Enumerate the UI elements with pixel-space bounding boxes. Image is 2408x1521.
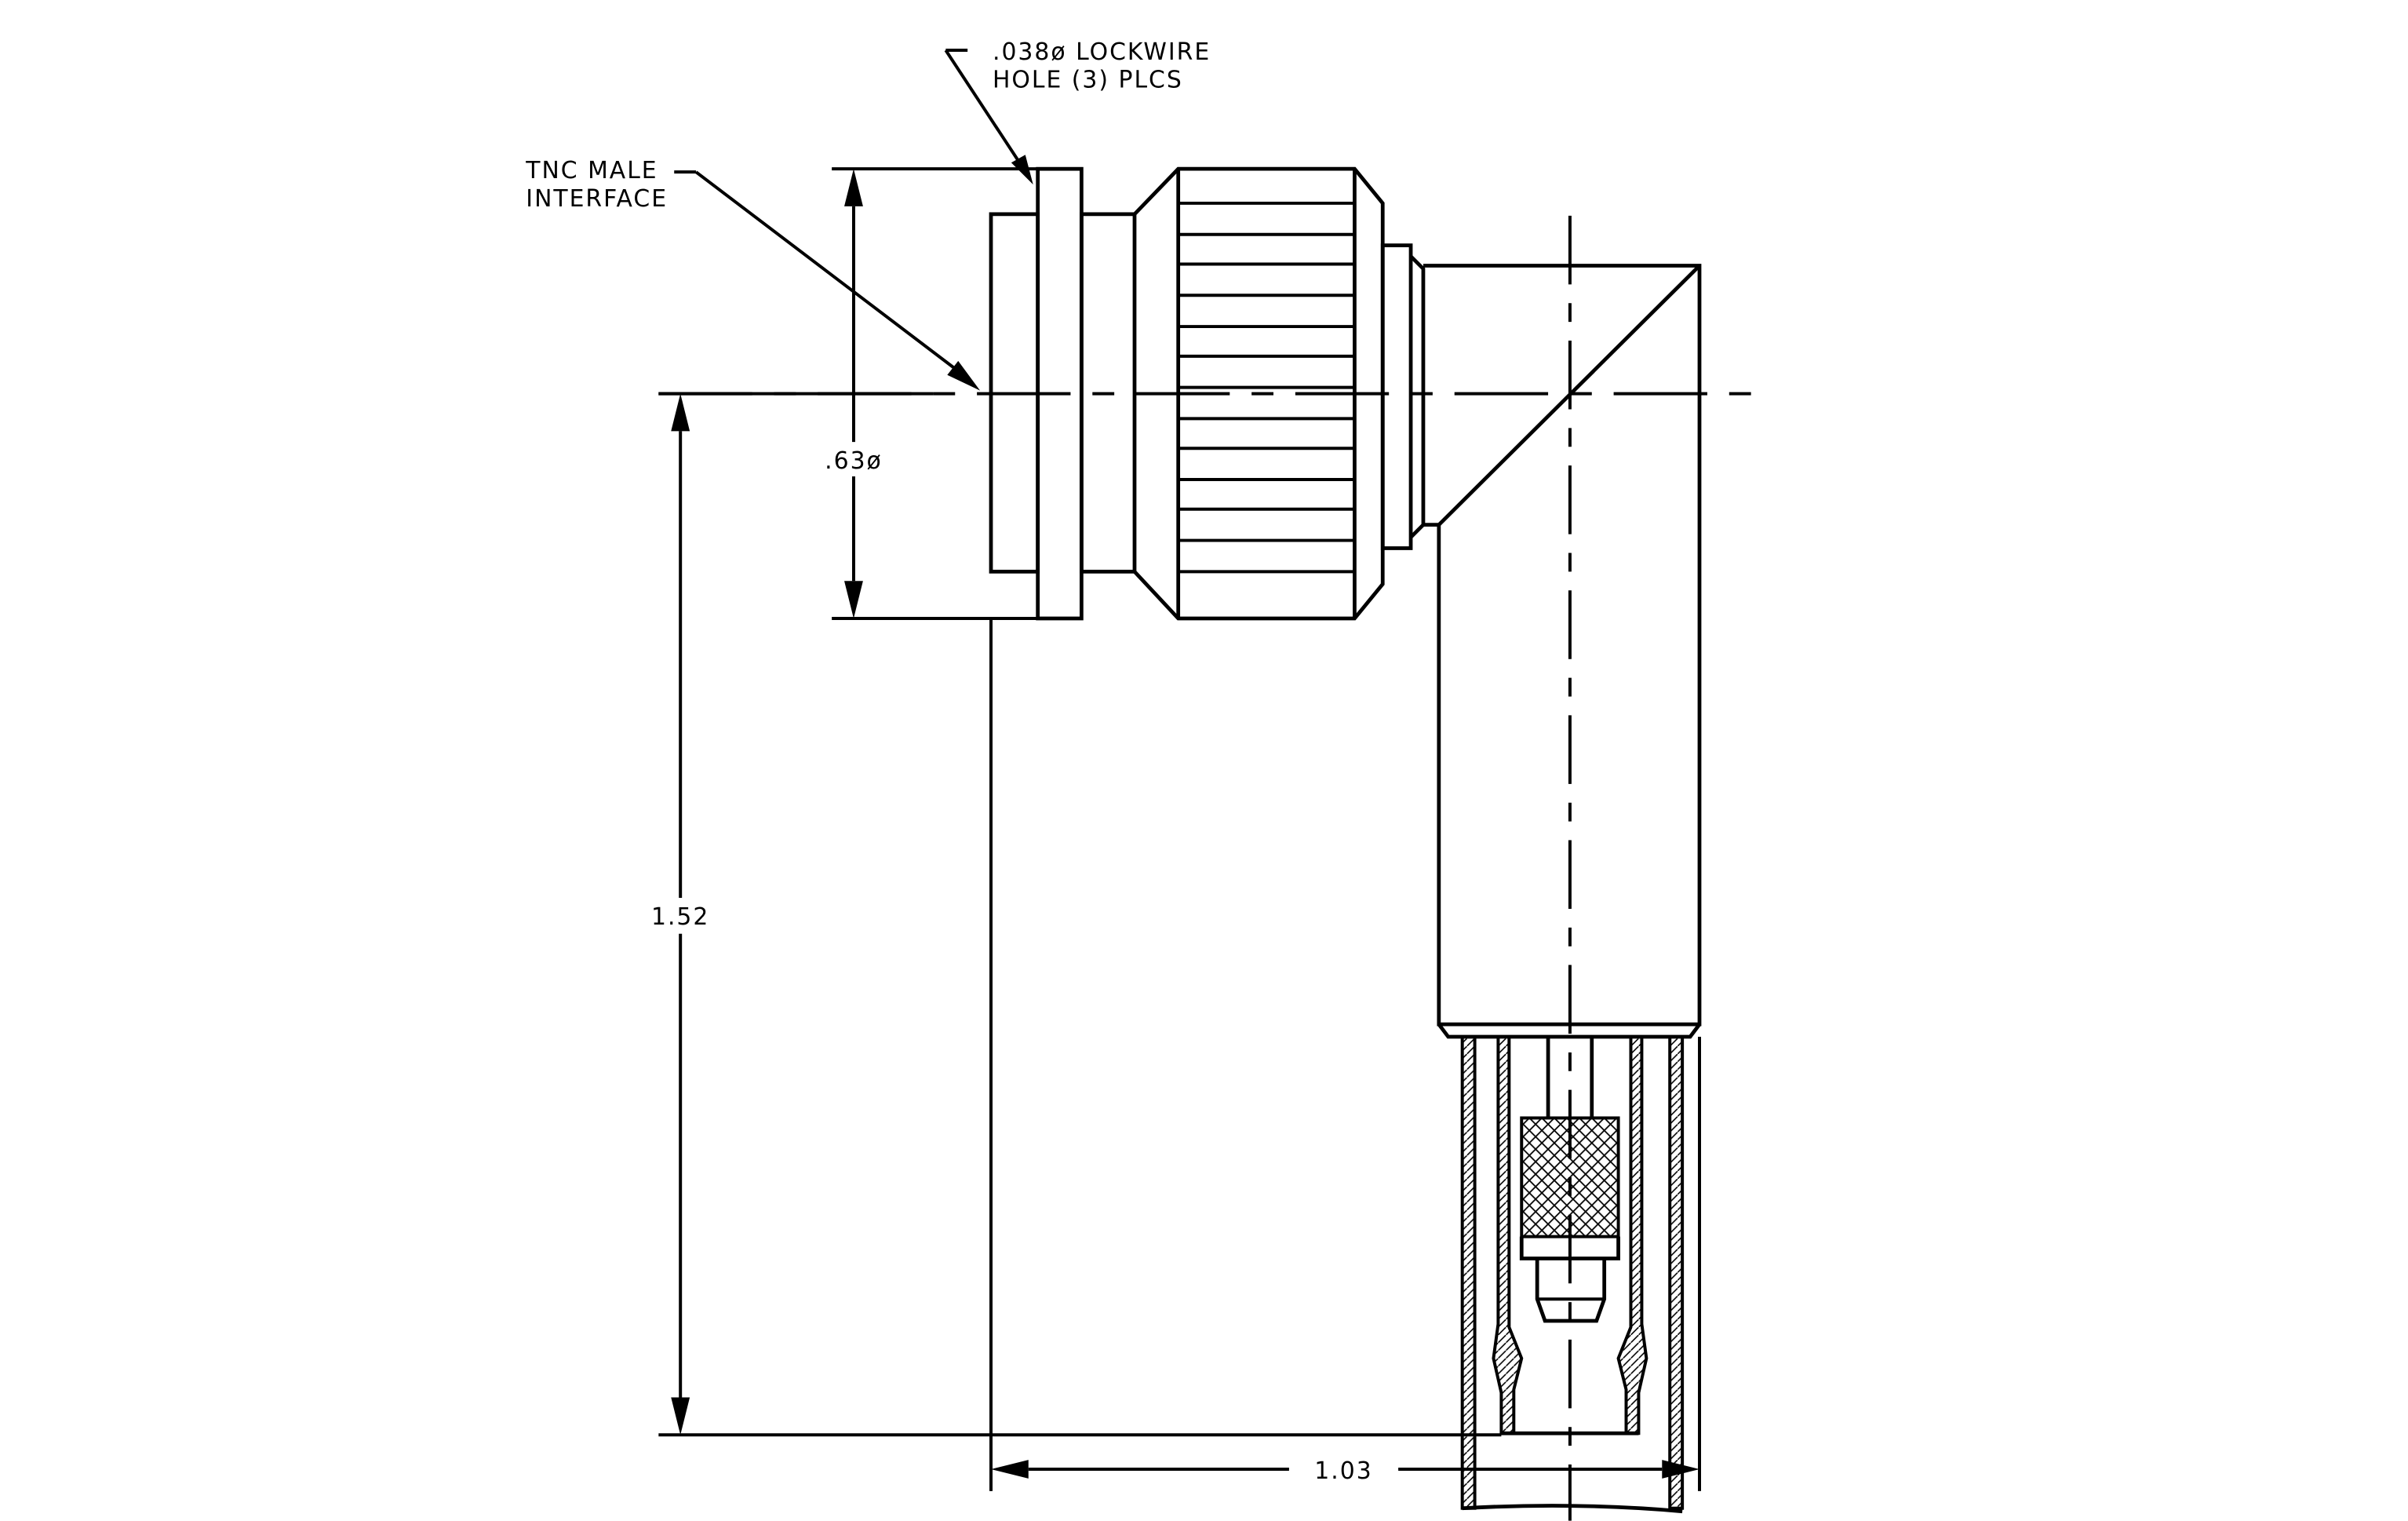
tnc-label-line2: INTERFACE xyxy=(526,185,668,213)
width-dimension: 1.03 xyxy=(989,618,1701,1491)
height-label: 1.52 xyxy=(651,903,709,931)
lockwire-label-line2: HOLE (3) PLCS xyxy=(993,67,1183,94)
height-dimension: 1.52 xyxy=(651,392,1502,1437)
diameter-label: .63ø xyxy=(825,447,883,475)
connector-body xyxy=(989,166,1702,1039)
diameter-dimension: .63ø xyxy=(814,167,1038,620)
lockwire-label-line1: .038ø LOCKWIRE xyxy=(993,38,1211,66)
width-label: 1.03 xyxy=(1314,1457,1372,1485)
tnc-label-line1: TNC MALE xyxy=(525,157,658,184)
cable-section xyxy=(1460,1035,1685,1514)
lockwire-leader: .038ø LOCKWIRE HOLE (3) PLCS xyxy=(944,38,1211,185)
tnc-leader: TNC MALE INTERFACE xyxy=(525,157,981,391)
